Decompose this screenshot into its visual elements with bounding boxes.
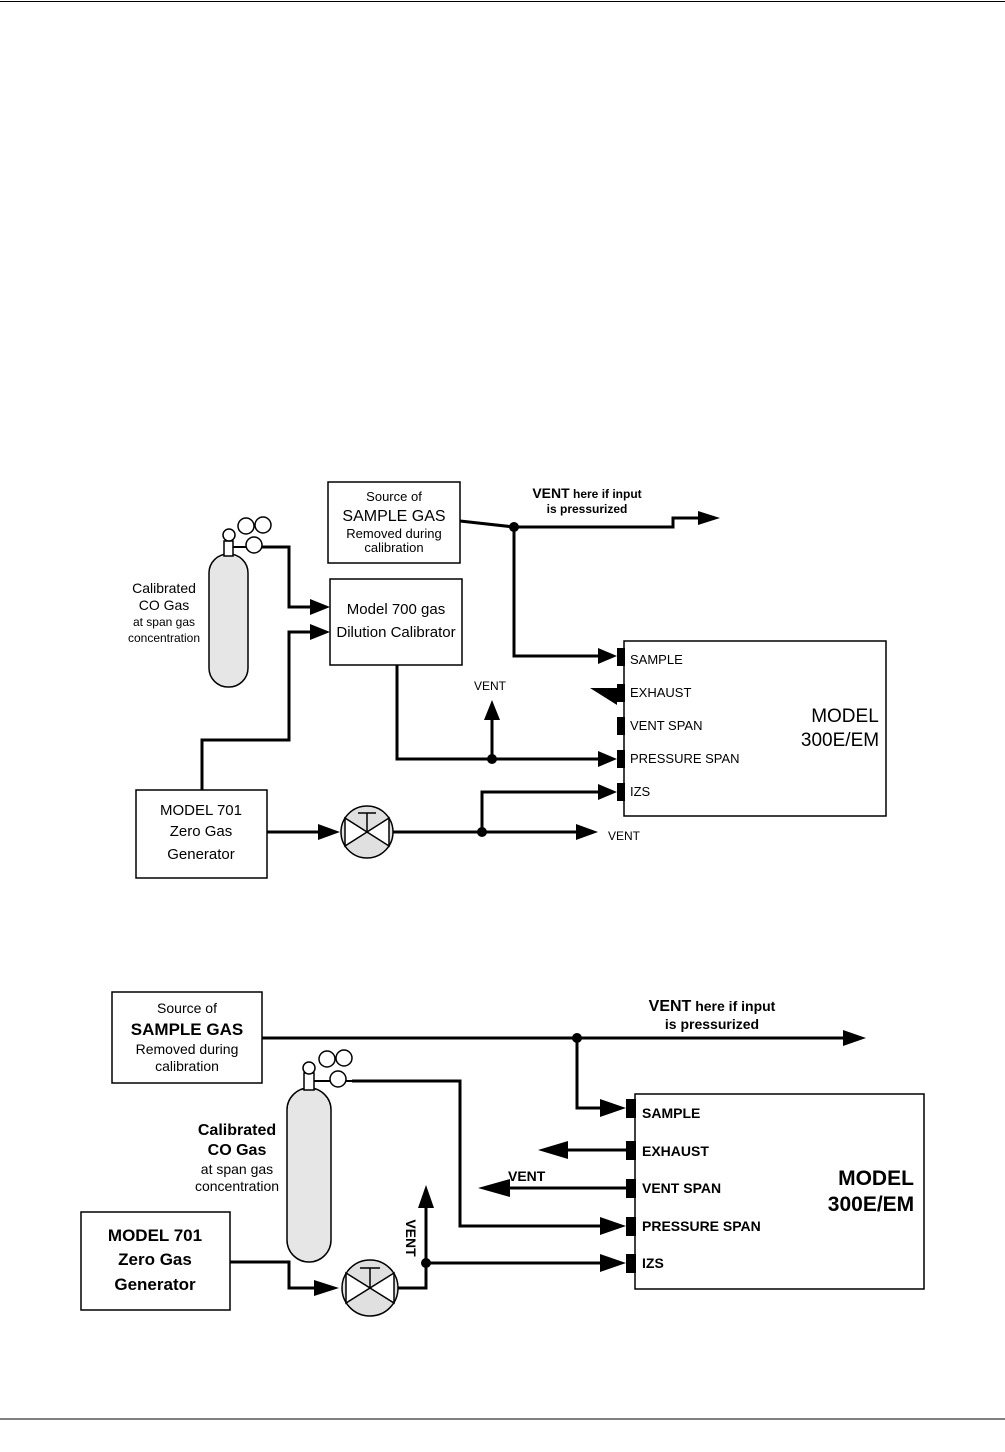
d1-cylinder-line2: CO Gas — [139, 597, 190, 613]
d2-port-pressure-span — [626, 1217, 636, 1236]
d1-sample-source-box — [327, 481, 461, 564]
d1-calibrator-line2: Dilution Calibrator — [336, 624, 455, 641]
d1-zero-gas-generator-box — [135, 789, 268, 879]
d2-flow-lines — [230, 1030, 866, 1296]
d2-port-izs — [626, 1254, 636, 1273]
d1-vent-right-label: VENT — [608, 829, 641, 843]
d1-calibrator-line1: Model 700 gas — [347, 601, 445, 618]
d1-vent-up-label: VENT — [474, 679, 507, 693]
d1-vent-note-rest1: here if input — [570, 487, 642, 501]
d2-zero-gen-line2: Zero Gas — [118, 1250, 192, 1269]
d2-port-exhaust — [626, 1141, 636, 1160]
d2-vent-note-rest1: here if input — [691, 998, 775, 1014]
d2-cylinder-line4: concentration — [195, 1178, 279, 1194]
d1-cylinder-line4: concentration — [128, 631, 200, 645]
d1-port-pressure-span — [617, 750, 625, 768]
d2-port-izs-label: IZS — [642, 1255, 664, 1271]
d1-zero-gen-line1: MODEL 701 — [160, 802, 242, 819]
d2-valve-icon — [341, 1259, 399, 1317]
d2-port-pressure-span-label: PRESSURE SPAN — [642, 1218, 761, 1234]
d1-port-sample-label: SAMPLE — [630, 652, 683, 667]
d1-analyzer-line1: MODEL — [811, 706, 879, 727]
d1-analyzer-box — [623, 640, 887, 817]
d1-vent-note-line1: VENT here if input — [532, 485, 641, 501]
d1-zero-gen-line2: Zero Gas — [170, 823, 233, 840]
d2-zero-gen-line3: Generator — [114, 1275, 196, 1294]
d2-port-vent-span — [626, 1179, 636, 1198]
d1-source-line2: SAMPLE GAS — [342, 508, 445, 525]
d1-port-vent-span — [617, 717, 625, 735]
d2-vent-note-line2: is pressurized — [665, 1016, 759, 1032]
d2-zero-gas-generator-box — [80, 1211, 231, 1311]
d2-cylinder-line3: at span gas — [201, 1161, 273, 1177]
d2-port-exhaust-label: EXHAUST — [642, 1143, 709, 1159]
diagram-2: Source of SAMPLE GAS Removed during cali… — [80, 991, 925, 1317]
d1-port-izs-label: IZS — [630, 784, 651, 799]
d2-port-sample-label: SAMPLE — [642, 1105, 700, 1121]
d1-port-pressure-span-label: PRESSURE SPAN — [630, 751, 740, 766]
d2-sample-source-box — [111, 991, 263, 1084]
d2-vent-vertical-label: VENT — [403, 1219, 419, 1257]
d1-port-vent-span-label: VENT SPAN — [630, 718, 702, 733]
d2-source-line4: calibration — [155, 1058, 219, 1074]
d2-port-vent-span-label: VENT SPAN — [642, 1180, 721, 1196]
d2-port-sample — [626, 1099, 636, 1118]
d2-vent-left-label: VENT — [508, 1168, 546, 1184]
d1-vent-note-line2: is pressurized — [547, 502, 628, 516]
d2-source-line1: Source of — [157, 1000, 217, 1016]
d1-port-exhaust — [617, 684, 625, 702]
d1-cylinder-line1: Calibrated — [132, 580, 196, 596]
d2-zero-gen-line1: MODEL 701 — [108, 1226, 202, 1245]
d1-calibrator-box — [329, 578, 463, 666]
d2-source-line2: SAMPLE GAS — [131, 1020, 243, 1039]
d2-analyzer-line1: MODEL — [838, 1167, 914, 1190]
d1-zero-gen-line3: Generator — [167, 846, 235, 863]
d2-source-line3: Removed during — [136, 1041, 239, 1057]
d1-flow-lines — [200, 511, 720, 840]
d1-vent-note-vent: VENT — [532, 485, 570, 501]
d1-analyzer-line2: 300E/EM — [801, 730, 879, 751]
d2-gas-cylinder-icon — [286, 1049, 354, 1263]
d1-source-line1: Source of — [366, 489, 422, 504]
d1-valve-icon — [340, 805, 394, 859]
d2-cylinder-line1: Calibrated — [198, 1122, 276, 1139]
d1-cylinder-line3: at span gas — [133, 615, 195, 629]
d1-port-sample — [617, 648, 625, 666]
d2-vent-note-line1: VENT here if input — [649, 998, 776, 1015]
d2-analyzer-line2: 300E/EM — [828, 1193, 914, 1216]
d1-port-exhaust-label: EXHAUST — [630, 685, 691, 700]
d1-gas-cylinder-icon — [208, 516, 272, 688]
d1-port-izs — [617, 783, 625, 801]
d1-source-line3: Removed during — [346, 526, 441, 541]
d1-source-line4: calibration — [364, 540, 423, 555]
d2-cylinder-line2: CO Gas — [208, 1142, 267, 1159]
d2-analyzer-box — [634, 1093, 925, 1290]
diagram-1: Source of SAMPLE GAS Removed during cali… — [128, 481, 887, 879]
d2-vent-note-vent: VENT — [649, 998, 692, 1015]
